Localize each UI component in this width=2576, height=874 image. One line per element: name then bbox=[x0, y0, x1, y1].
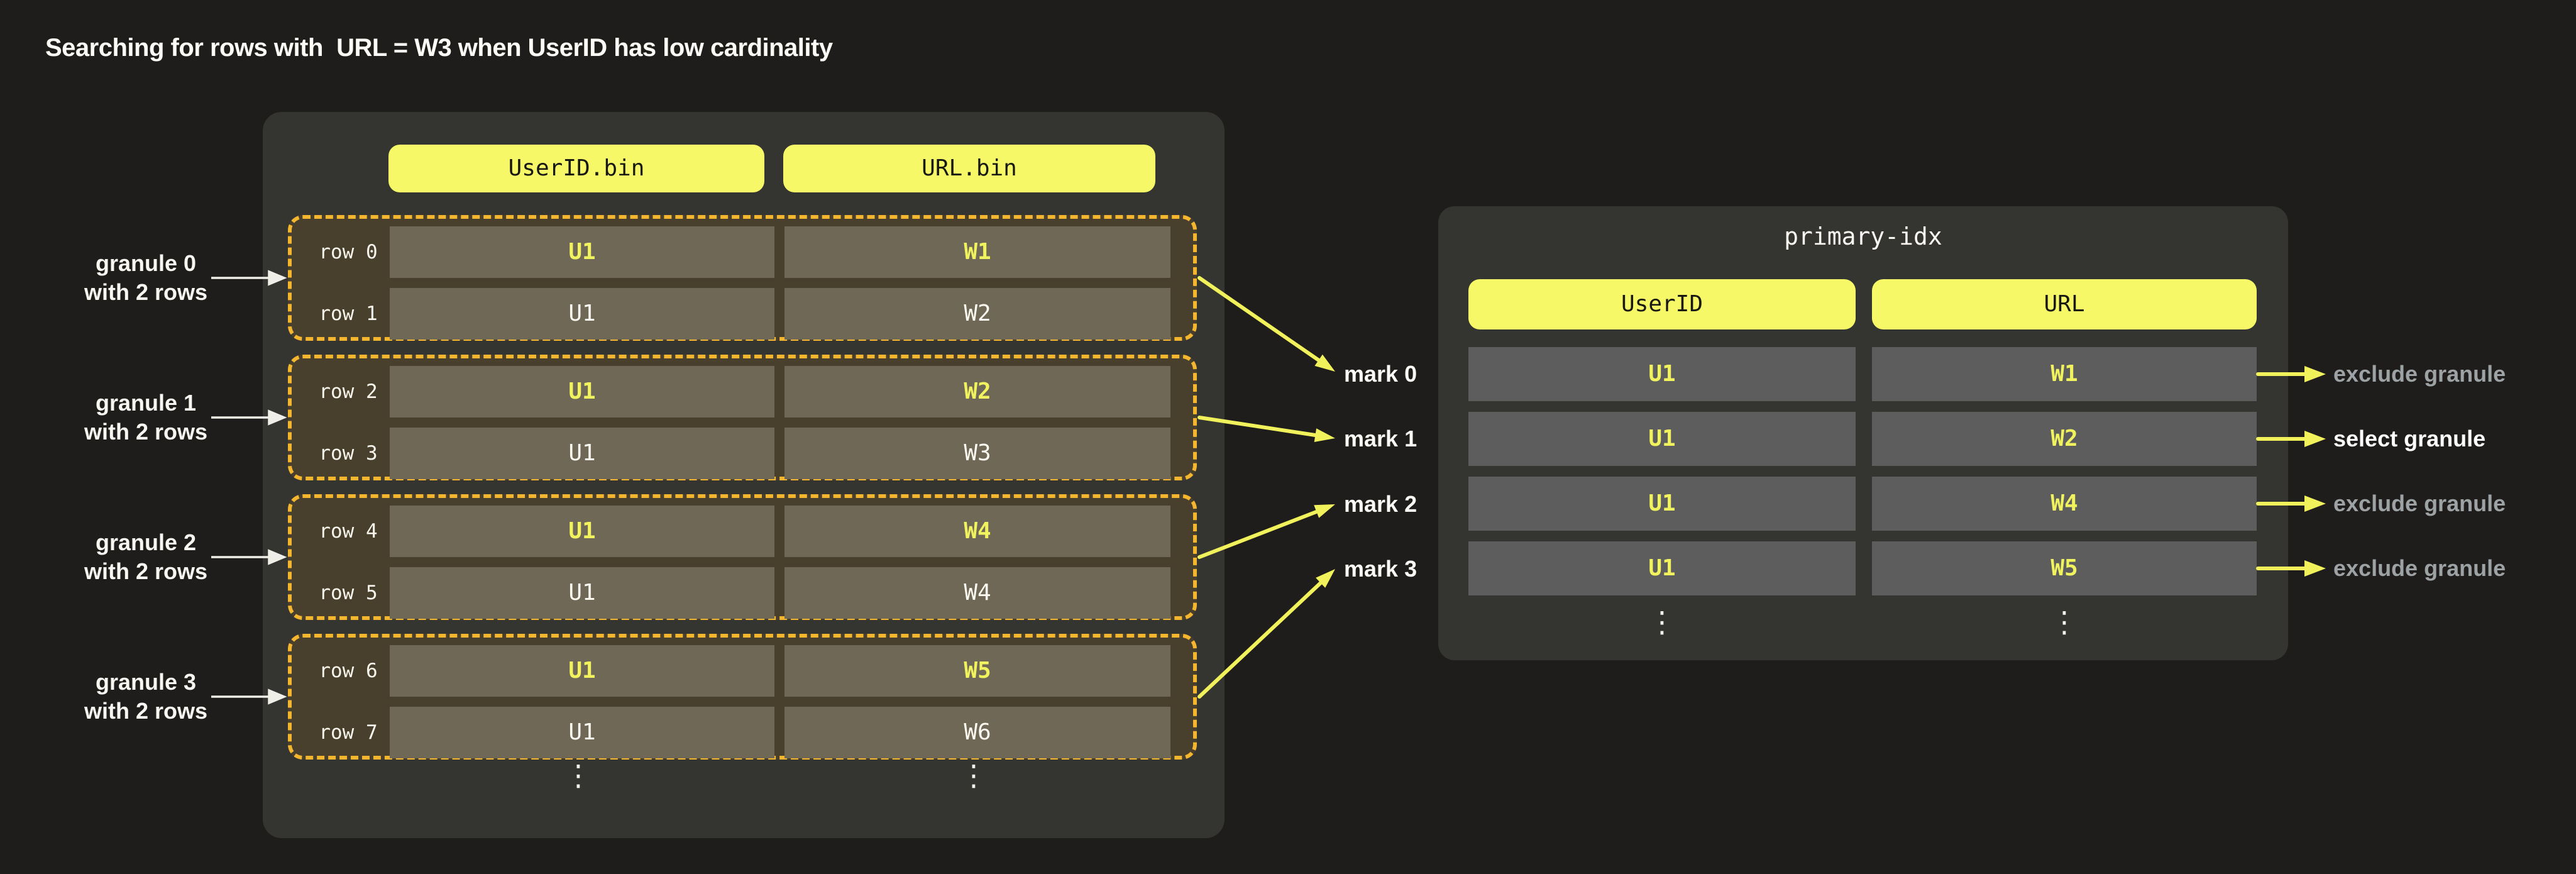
mark-1-label: mark 1 bbox=[1344, 426, 1417, 451]
userid-index-header: UserID bbox=[1468, 279, 1856, 329]
row-3-label: row 3 bbox=[319, 442, 378, 465]
row-7-url-cell: W6 bbox=[784, 707, 1170, 758]
row-2-userid-cell: U1 bbox=[390, 366, 774, 418]
userid-bin-ellipsis: ⋮ bbox=[564, 758, 593, 792]
row-2-label: row 2 bbox=[319, 380, 378, 403]
granule-2-label: granule 2 with 2 rows bbox=[45, 528, 246, 586]
index-row-2-userid-cell: U1 bbox=[1468, 477, 1856, 531]
granule-1-box: row 2 U1 W2 row 3 U1 W3 bbox=[288, 355, 1197, 480]
row-0-url-cell: W1 bbox=[784, 226, 1170, 278]
row-6-userid-cell: U1 bbox=[390, 645, 774, 697]
mark-3-label: mark 3 bbox=[1344, 556, 1417, 582]
granule-3-label-line2: with 2 rows bbox=[84, 698, 208, 724]
granule-0-label: granule 0 with 2 rows bbox=[45, 249, 246, 307]
row-2-url-cell: W2 bbox=[784, 366, 1170, 418]
row-7-userid-cell: U1 bbox=[390, 707, 774, 758]
row-5-userid-cell: U1 bbox=[390, 567, 774, 619]
granule-2-label-line2: with 2 rows bbox=[84, 558, 208, 584]
userid-index-ellipsis: ⋮ bbox=[1648, 605, 1676, 639]
mark-3-arrowhead-icon bbox=[1316, 569, 1335, 588]
mark-0-label: mark 0 bbox=[1344, 361, 1417, 387]
decision-2-exclude-granule: exclude granule bbox=[2333, 490, 2506, 516]
decision-0-arrowhead-icon bbox=[2304, 366, 2326, 382]
url-index-ellipsis: ⋮ bbox=[2050, 605, 2079, 639]
primary-index-panel: primary-idx UserID URL U1 W1 U1 W2 U1 W4… bbox=[1438, 206, 2288, 660]
granule-3-label: granule 3 with 2 rows bbox=[45, 668, 246, 726]
index-row-2-url-cell: W4 bbox=[1872, 477, 2257, 531]
decision-1-select-granule: select granule bbox=[2333, 426, 2486, 451]
decision-1-arrowhead-icon bbox=[2304, 431, 2326, 447]
url-bin-ellipsis: ⋮ bbox=[959, 758, 988, 792]
index-row-3-url-cell: W5 bbox=[1872, 541, 2257, 595]
mark-2-arrowhead-icon bbox=[1314, 504, 1335, 518]
granule-2-box: row 4 U1 W4 row 5 U1 W4 bbox=[288, 494, 1197, 620]
granule-0-box: row 0 U1 W1 row 1 U1 W2 bbox=[288, 215, 1197, 341]
row-5-url-cell: W4 bbox=[784, 567, 1170, 619]
row-1-label: row 1 bbox=[319, 302, 378, 325]
row-1-userid-cell: U1 bbox=[390, 288, 774, 340]
granule-3-label-line1: granule 3 bbox=[95, 669, 197, 695]
row-1-url-cell: W2 bbox=[784, 288, 1170, 340]
userid-bin-column-header: UserID.bin bbox=[388, 145, 764, 192]
row-0-label: row 0 bbox=[319, 241, 378, 263]
decision-3-arrowhead-icon bbox=[2304, 560, 2326, 577]
index-row-3-userid-cell: U1 bbox=[1468, 541, 1856, 595]
page-title: Searching for rows with URL = W3 when Us… bbox=[45, 34, 833, 62]
decision-2-arrowhead-icon bbox=[2304, 495, 2326, 512]
mark-1-arrowhead-icon bbox=[1314, 428, 1335, 442]
granule-2-label-line1: granule 2 bbox=[95, 529, 197, 555]
index-row-1-url-cell: W2 bbox=[1872, 412, 2257, 466]
granule-3-box: row 6 U1 W5 row 7 U1 W6 bbox=[288, 634, 1197, 760]
mark-2-label: mark 2 bbox=[1344, 491, 1417, 517]
row-0-userid-cell: U1 bbox=[390, 226, 774, 278]
index-row-1-userid-cell: U1 bbox=[1468, 412, 1856, 466]
row-3-url-cell: W3 bbox=[784, 428, 1170, 479]
granule-1-label: granule 1 with 2 rows bbox=[45, 389, 246, 446]
index-row-0-url-cell: W1 bbox=[1872, 347, 2257, 401]
granule-1-label-line1: granule 1 bbox=[95, 390, 197, 416]
row-7-label: row 7 bbox=[319, 721, 378, 744]
row-6-url-cell: W5 bbox=[784, 645, 1170, 697]
granule-1-label-line2: with 2 rows bbox=[84, 419, 208, 445]
index-row-0-userid-cell: U1 bbox=[1468, 347, 1856, 401]
row-4-label: row 4 bbox=[319, 520, 378, 543]
row-3-userid-cell: U1 bbox=[390, 428, 774, 479]
row-5-label: row 5 bbox=[319, 582, 378, 604]
url-bin-column-header: URL.bin bbox=[783, 145, 1155, 192]
granule-0-label-line2: with 2 rows bbox=[84, 279, 208, 305]
decision-3-exclude-granule: exclude granule bbox=[2333, 555, 2506, 581]
url-index-header: URL bbox=[1872, 279, 2257, 329]
mark-0-arrowhead-icon bbox=[1314, 354, 1335, 372]
granule-0-label-line1: granule 0 bbox=[95, 250, 197, 276]
decision-0-exclude-granule: exclude granule bbox=[2333, 361, 2506, 387]
row-4-userid-cell: U1 bbox=[390, 506, 774, 557]
row-6-label: row 6 bbox=[319, 660, 378, 682]
row-4-url-cell: W4 bbox=[784, 506, 1170, 557]
column-files-panel: UserID.bin URL.bin row 0 U1 W1 row 1 U1 … bbox=[263, 112, 1225, 838]
primary-index-title: primary-idx bbox=[1784, 223, 1942, 250]
